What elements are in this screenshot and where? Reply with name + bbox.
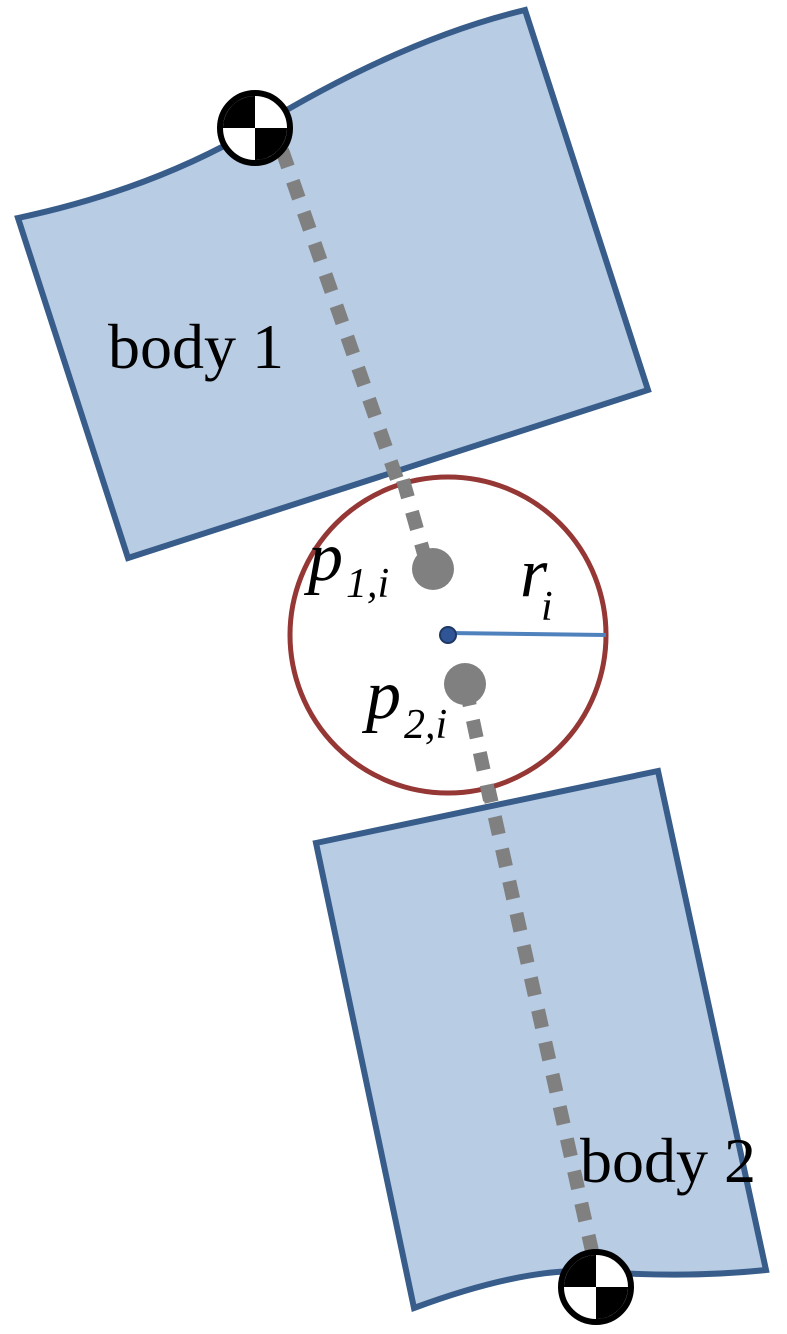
p2-subscript: 2,i	[404, 702, 447, 748]
r-symbol: r	[520, 535, 548, 612]
point-p2	[444, 663, 486, 705]
body-1-label: body 1	[108, 311, 284, 382]
center-of-mass-icon	[558, 1249, 634, 1325]
r-subscript: i	[541, 584, 553, 630]
body-2-shape	[312, 767, 770, 1313]
point-p1	[412, 548, 454, 590]
radius-line	[447, 631, 607, 637]
body-2-label: body 2	[580, 1125, 756, 1196]
p1-subscript: 1,i	[346, 561, 389, 607]
circle-center-dot	[439, 626, 457, 644]
p1-symbol: p	[303, 519, 343, 596]
center-of-mass-icon	[217, 90, 293, 166]
p2-symbol: p	[361, 657, 401, 734]
